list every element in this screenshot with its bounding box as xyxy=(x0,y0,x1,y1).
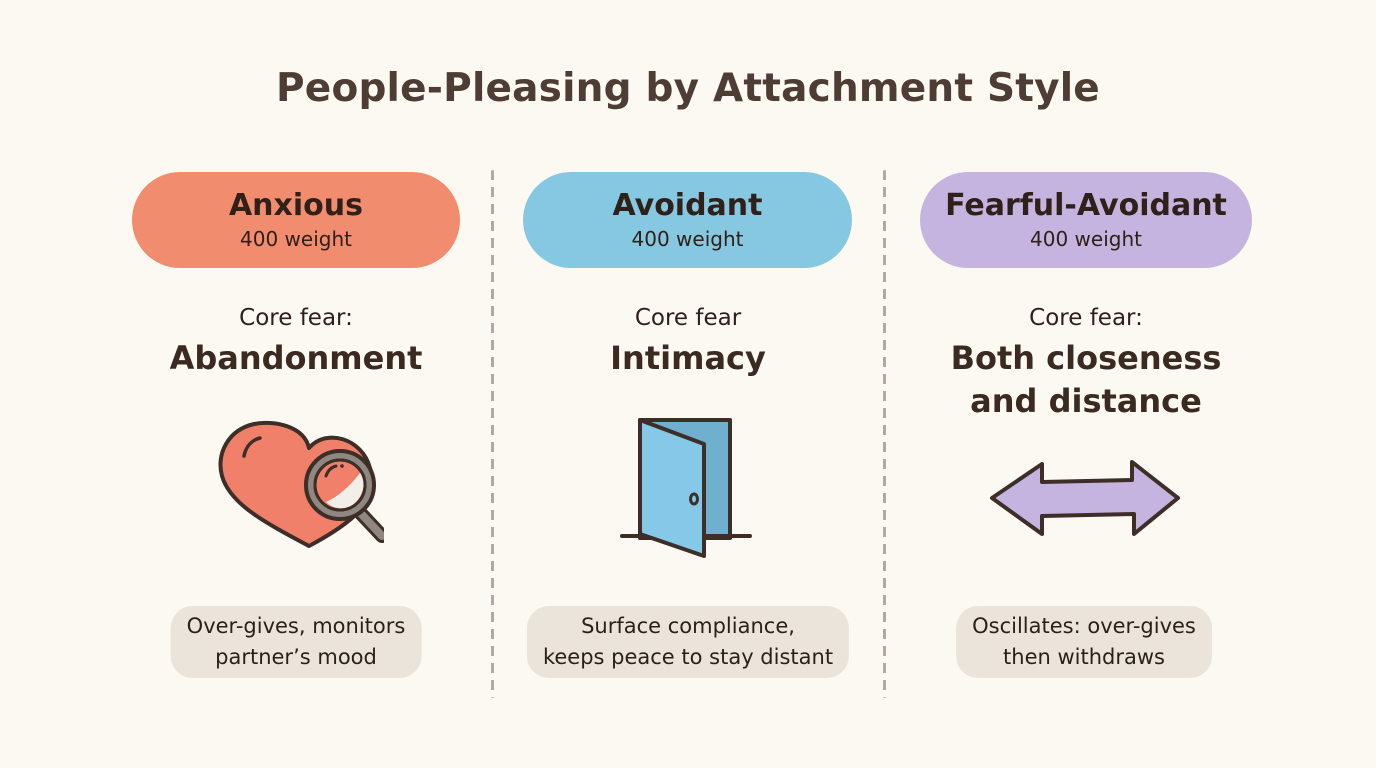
core-fear-label: Core fear xyxy=(634,305,742,331)
note-line: Over-gives, monitors xyxy=(186,614,406,638)
behavior-note: Over-gives, monitors partner’s mood xyxy=(170,606,422,678)
weight-label: 400 weight xyxy=(1030,227,1142,251)
style-pill-avoidant: Avoidant 400 weight xyxy=(523,172,852,268)
core-fear-line: Both closeness xyxy=(950,339,1222,377)
double-headed-arrow-icon xyxy=(988,458,1184,542)
behavior-note: Surface compliance, keeps peace to stay … xyxy=(526,606,850,678)
behavior-note: Oscillates: over-gives then withdraws xyxy=(956,606,1212,678)
core-fear-value: Abandonment xyxy=(169,339,423,377)
core-fear-label: Core fear: xyxy=(1029,305,1143,331)
column-divider xyxy=(491,170,494,698)
style-name: Fearful-Avoidant xyxy=(945,188,1227,223)
style-name: Anxious xyxy=(228,188,364,223)
note-line: Oscillates: over-gives xyxy=(972,614,1196,638)
note-line: then withdraws xyxy=(1003,645,1165,669)
core-fear-value: Intimacy xyxy=(610,339,766,377)
page-title: People-Pleasing by Attachment Style xyxy=(276,66,1100,111)
style-pill-fearful-avoidant: Fearful-Avoidant 400 weight xyxy=(920,172,1252,268)
column-avoidant: Avoidant 400 weight Core fear Intimacy S… xyxy=(488,0,888,768)
note-line: Surface compliance, xyxy=(581,614,795,638)
core-fear-line: and distance xyxy=(970,382,1202,420)
weight-label: 400 weight xyxy=(240,227,352,251)
open-door-icon xyxy=(618,414,758,568)
core-fear-label: Core fear: xyxy=(239,305,353,331)
column-fearful-avoidant: Fearful-Avoidant 400 weight Core fear: B… xyxy=(886,0,1286,768)
weight-label: 400 weight xyxy=(631,227,744,251)
heart-with-magnifying-glass-icon xyxy=(214,418,389,557)
column-anxious: Anxious 400 weight Core fear: Abandonmen… xyxy=(96,0,496,768)
note-line: partner’s mood xyxy=(215,645,377,669)
style-pill-anxious: Anxious 400 weight xyxy=(132,172,460,268)
core-fear-value: Both closeness and distance xyxy=(886,337,1286,423)
column-divider xyxy=(883,170,886,698)
style-name: Avoidant xyxy=(612,188,763,223)
note-line: keeps peace to stay distant xyxy=(542,645,834,669)
